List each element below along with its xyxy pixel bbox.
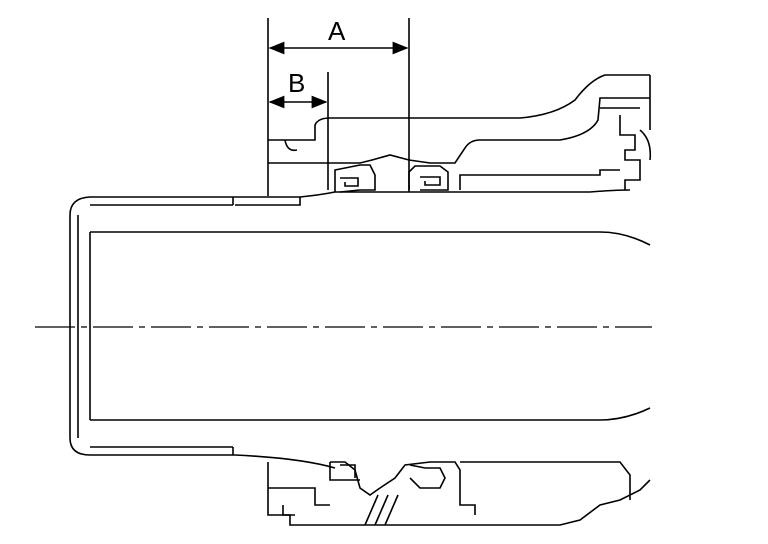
dimension-label-a: A: [328, 16, 346, 46]
oil-seal-b: [334, 164, 376, 193]
dimension-label-b: B: [288, 68, 306, 98]
housing-upper: [268, 74, 652, 190]
shaft: [69, 189, 651, 469]
dimension-b: [268, 72, 329, 190]
dimension-a: [267, 18, 410, 196]
oil-seal-a: [408, 165, 449, 192]
housing-lower: [267, 461, 651, 526]
